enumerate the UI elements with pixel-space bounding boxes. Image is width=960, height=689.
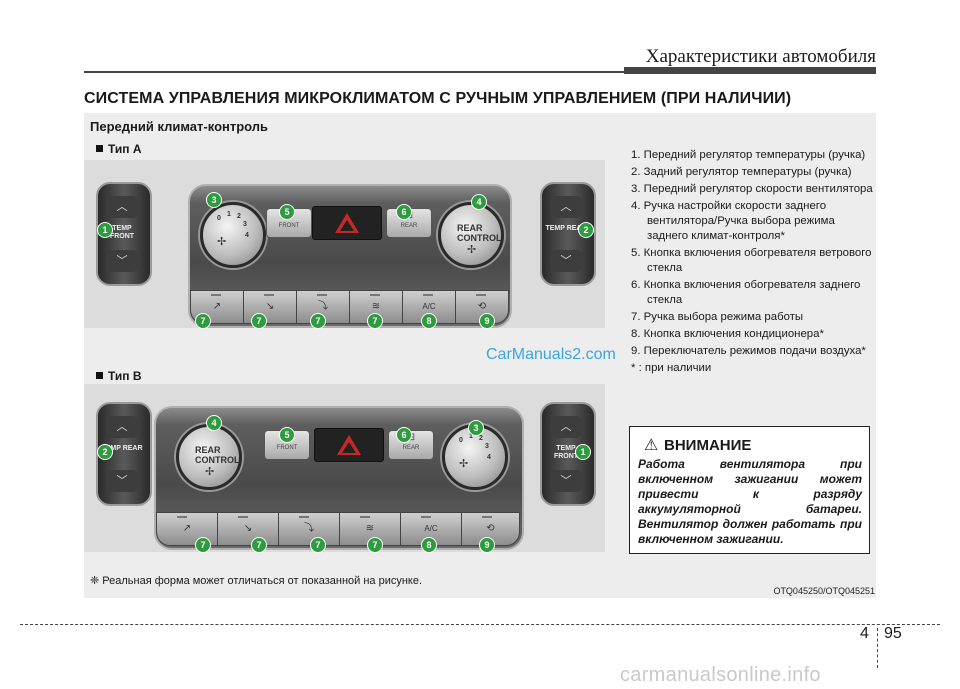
legend-list: 1. Передний регулятор температуры (ручка…: [631, 148, 876, 378]
callout-badge: 1: [97, 222, 113, 238]
hazard-button: [312, 206, 382, 240]
legend-item: 7. Ручка выбора режима работы: [631, 311, 804, 323]
chevron-up-icon: ︿: [550, 196, 582, 218]
warning-triangle-icon: ⚠: [644, 437, 659, 454]
callout-badge: 9: [479, 537, 495, 553]
callout-badge: 8: [421, 537, 437, 553]
rear-control-knob: REAR CONTROL ✢: [176, 424, 242, 490]
bullet-square-icon: [96, 372, 103, 379]
warning-body: Работа вентилятора при включенном зажига…: [638, 457, 862, 546]
section-title: Характеристики автомобиля: [645, 46, 876, 67]
type-a-label: Тип A: [96, 142, 142, 156]
chevron-down-icon: ﹀: [550, 250, 582, 272]
callout-badge: 3: [468, 420, 484, 436]
callout-badge: 1: [575, 444, 591, 460]
legend-item: * : при наличии: [631, 362, 712, 374]
callout-badge: 2: [97, 444, 113, 460]
type-b-photo: ︿ TEMP REAR ﹀ ︿ TEMP FRONT ﹀ REAR CONTRO…: [84, 384, 605, 552]
panel-subtitle: Передний климат-контроль: [90, 119, 269, 134]
callout-badge: 7: [310, 537, 326, 553]
callout-badge: 7: [367, 313, 383, 329]
chevron-up-icon: ︿: [550, 416, 582, 438]
page-heading: СИСТЕМА УПРАВЛЕНИЯ МИКРОКЛИМАТОМ С РУЧНЫ…: [84, 90, 792, 107]
footer-divider: [877, 628, 878, 668]
header-rule: [84, 71, 624, 73]
fan-icon: ✢: [217, 236, 227, 248]
chevron-down-icon: ﹀: [106, 250, 138, 272]
hazard-button: [314, 428, 384, 462]
chevron-up-icon: ︿: [106, 416, 138, 438]
chevron-up-icon: ︿: [106, 196, 138, 218]
callout-badge: 9: [479, 313, 495, 329]
warning-title: ВНИМАНИЕ: [664, 437, 752, 454]
callout-badge: 6: [396, 204, 412, 220]
footer-rule: [20, 624, 940, 625]
temp-front-label: TEMP FRONT: [553, 445, 579, 460]
left-temp-stalk: ︿ TEMP REAR ﹀: [96, 402, 152, 506]
page-number: 95: [884, 625, 902, 642]
fan-icon: ✢: [467, 244, 477, 256]
fan-icon: ✢: [459, 458, 469, 470]
footnote: ❈ Реальная форма может отличаться от пок…: [90, 575, 423, 587]
callout-badge: 7: [251, 313, 267, 329]
legend-item: 8. Кнопка включения кондиционера*: [631, 328, 824, 340]
mode-button: ↘: [217, 512, 279, 546]
legend-item: 9. Переключатель режимов подачи воздуха*: [631, 345, 866, 357]
callout-badge: 7: [367, 537, 383, 553]
legend-item: 3. Передний регулятор скорости вентилято…: [631, 183, 873, 195]
right-temp-stalk: ︿ TEMP REAR ﹀: [540, 182, 596, 286]
temp-front-label: TEMP FRONT: [109, 225, 135, 240]
legend-item: 6. Кнопка включения обогревателя заднего…: [631, 279, 861, 306]
chevron-down-icon: ﹀: [550, 470, 582, 492]
callout-badge: 6: [396, 427, 412, 443]
callout-badge: 4: [206, 415, 222, 431]
mode-button: ⤵: [278, 512, 340, 546]
callout-badge: 7: [251, 537, 267, 553]
warning-box: ⚠ ВНИМАНИЕ Работа вентилятора при включе…: [629, 426, 870, 554]
fan-icon: ✢: [205, 466, 215, 478]
callout-badge: 2: [578, 222, 594, 238]
right-temp-stalk: ︿ TEMP FRONT ﹀: [540, 402, 596, 506]
site-watermark: CarManuals2.com: [486, 346, 616, 363]
temp-rear-label: TEMP REAR: [545, 225, 587, 232]
rear-control-knob: REAR CONTROL ✢: [438, 202, 504, 268]
type-b-label: Тип B: [96, 369, 142, 383]
bullet-square-icon: [96, 145, 103, 152]
header-rule-accent: [624, 67, 876, 74]
site-watermark-footer: carmanualsonline.info: [620, 664, 821, 686]
callout-badge: 4: [471, 194, 487, 210]
image-code: OTQ045250/OTQ045251: [773, 586, 875, 596]
left-temp-stalk: ︿ TEMP FRONT ﹀: [96, 182, 152, 286]
legend-item: 4. Ручка настройки скорости заднего вент…: [631, 200, 835, 242]
callout-badge: 7: [195, 313, 211, 329]
callout-badge: 8: [421, 313, 437, 329]
callout-badge: 7: [195, 537, 211, 553]
chevron-down-icon: ﹀: [106, 470, 138, 492]
legend-item: 1. Передний регулятор температуры (ручка…: [631, 149, 866, 161]
legend-item: 2. Задний регулятор температуры (ручка): [631, 166, 852, 178]
callout-badge: 5: [279, 204, 295, 220]
callout-badge: 5: [279, 427, 295, 443]
chapter-number: 4: [860, 625, 869, 642]
callout-badge: 7: [310, 313, 326, 329]
legend-item: 5. Кнопка включения обогревателя ветрово…: [631, 247, 872, 274]
temp-rear-label: TEMP REAR: [101, 445, 143, 452]
callout-badge: 3: [206, 192, 222, 208]
